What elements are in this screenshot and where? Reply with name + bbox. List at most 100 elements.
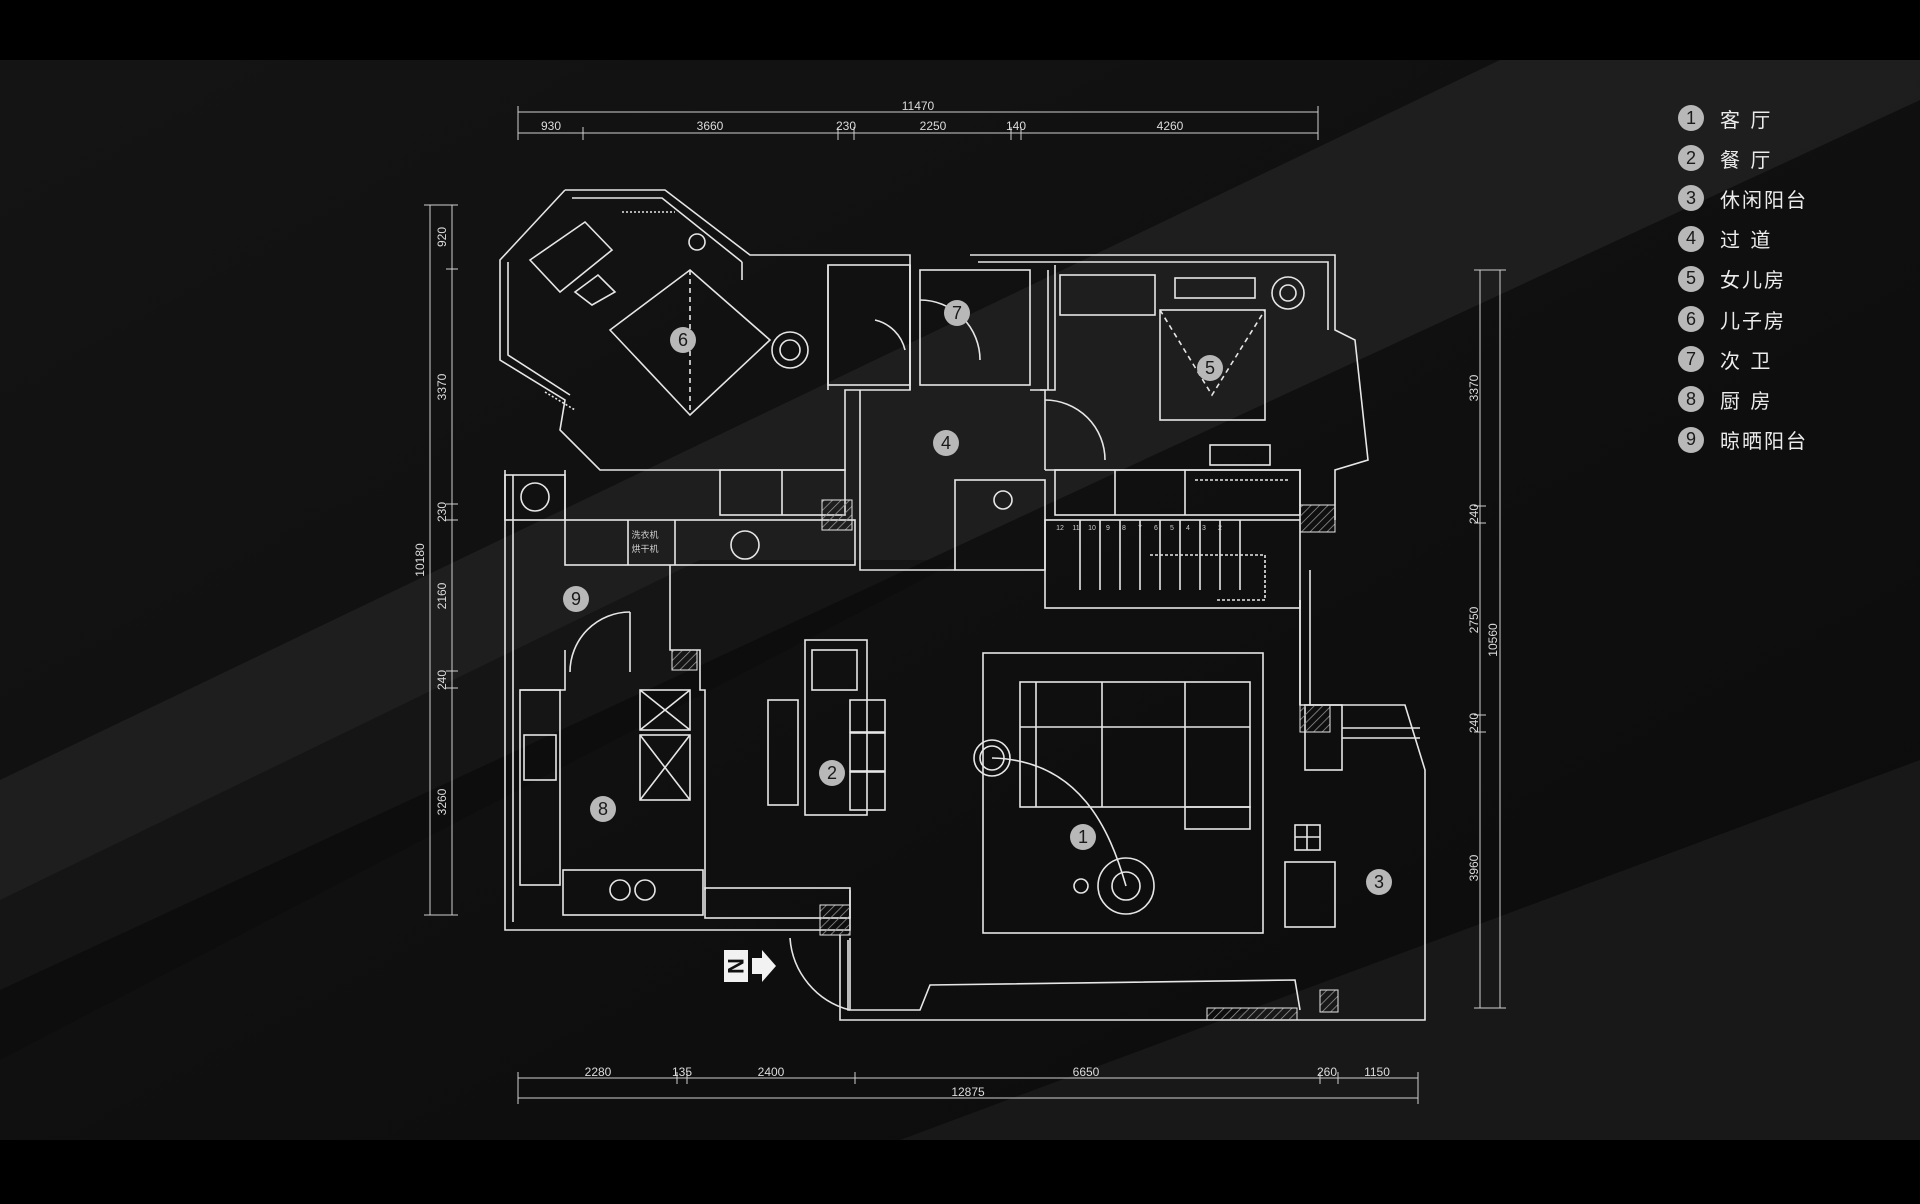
dim-right-4: 240: [1467, 713, 1481, 733]
room-marker-6[interactable]: 6: [670, 327, 696, 353]
north-letter: N: [724, 958, 749, 974]
dim-bottom-6: 1150: [1364, 1065, 1390, 1079]
dim-left-5: 240: [435, 670, 449, 690]
dim-bottom-total: 12875: [951, 1085, 985, 1099]
legend-label: 儿子房: [1720, 308, 1786, 333]
dim-top-6: 4260: [1157, 119, 1184, 133]
dim-top-2: 3660: [697, 119, 724, 133]
svg-text:5: 5: [1205, 358, 1215, 378]
stair-number-5: 8: [1122, 525, 1126, 532]
svg-text:7: 7: [952, 303, 962, 323]
dim-top-3: 230: [836, 119, 856, 133]
dim-left-6: 3260: [435, 788, 449, 815]
legend-item-9[interactable]: 9 晾晒阳台: [1678, 420, 1878, 460]
legend-item-1[interactable]: 1 客 厅: [1678, 98, 1878, 138]
dim-bottom-5: 260: [1317, 1065, 1337, 1079]
dim-top-1: 930: [541, 119, 561, 133]
north-arrow: N: [724, 950, 776, 982]
legend-item-2[interactable]: 2 餐 厅: [1678, 138, 1878, 178]
dim-bottom-2: 135: [672, 1065, 692, 1079]
legend-badge: 9: [1678, 426, 1704, 453]
north-arrow-box: [724, 950, 748, 982]
stair-number-1: 12: [1056, 525, 1064, 532]
stair-number-3: 10: [1088, 525, 1096, 532]
cabinet-labels: 洗衣机 烘干机 12 11 10 9 8 7 6 5 4 3 2: [631, 525, 1222, 555]
dim-top-total: 11470: [902, 99, 935, 113]
dim-left-3: 230: [435, 502, 449, 522]
room-marker-2[interactable]: 2: [819, 760, 845, 786]
dim-bottom-1: 2280: [585, 1065, 612, 1079]
room-marker-9[interactable]: 9: [563, 586, 589, 612]
room-marker-3[interactable]: 3: [1366, 869, 1392, 895]
dim-right-total: 10560: [1486, 623, 1500, 657]
walls: [499, 189, 1426, 1021]
legend-label: 厨 房: [1720, 388, 1773, 413]
room-marker-5[interactable]: 5: [1197, 355, 1223, 381]
svg-text:4: 4: [941, 433, 951, 453]
dimension-labels: 11470 930 3660 230 2250 140 4260 2280 13…: [413, 99, 1500, 1099]
legend-badge: 7: [1678, 346, 1704, 373]
dim-bottom-3: 2400: [758, 1065, 785, 1079]
legend-item-4[interactable]: 4 过 道: [1678, 219, 1878, 259]
dim-left-total: 10180: [413, 543, 427, 577]
svg-text:1: 1: [1078, 827, 1088, 847]
legend-badge: 8: [1678, 386, 1704, 413]
dim-right-3: 2750: [1467, 606, 1481, 633]
stair-number-10: 3: [1202, 525, 1206, 532]
legend-label: 客 厅: [1720, 107, 1773, 132]
background-light-band-2: [900, 760, 1920, 1140]
legend-badge: 4: [1678, 225, 1704, 252]
north-arrow-head: [752, 950, 776, 982]
svg-text:8: 8: [598, 799, 608, 819]
room-marker-1[interactable]: 1: [1070, 824, 1096, 850]
room-marker-4[interactable]: 4: [933, 430, 959, 456]
stair-number-9: 4: [1186, 525, 1190, 532]
legend-label: 次 卫: [1720, 348, 1773, 373]
legend-label: 过 道: [1720, 228, 1773, 253]
stair-number-6: 7: [1138, 525, 1142, 532]
legend-label: 餐 厅: [1720, 147, 1773, 172]
bottom-letterbox: [0, 1140, 1920, 1200]
cabinet-label-2: 烘干机: [631, 543, 658, 555]
room-marker-8[interactable]: 8: [590, 796, 616, 822]
room-legend: 1 客 厅 2 餐 厅 3 休闲阳台 4 过 道 5 女儿房 6 儿子房 7 次…: [1678, 98, 1878, 460]
room-marker-7[interactable]: 7: [944, 300, 970, 326]
dim-left-4: 2160: [435, 582, 449, 609]
legend-badge: 1: [1678, 105, 1704, 132]
legend-item-5[interactable]: 5 女儿房: [1678, 259, 1878, 299]
background-shadow-band: [0, 560, 960, 1060]
legend-item-6[interactable]: 6 儿子房: [1678, 299, 1878, 339]
dim-left-1: 920: [435, 227, 449, 247]
stair-number-7: 6: [1154, 525, 1158, 532]
legend-label: 女儿房: [1720, 268, 1786, 293]
stair-number-11: 2: [1218, 525, 1222, 532]
dim-right-5: 3960: [1467, 854, 1481, 881]
dim-bottom-4: 6650: [1073, 1065, 1100, 1079]
hatched-walls: [671, 499, 1339, 1021]
legend-badge: 3: [1678, 185, 1704, 212]
top-letterbox: [0, 0, 1920, 60]
stair-number-2: 11: [1072, 525, 1079, 532]
legend-badge: 2: [1678, 145, 1704, 172]
legend-badge: 6: [1678, 306, 1704, 333]
legend-item-7[interactable]: 7 次 卫: [1678, 339, 1878, 379]
svg-text:6: 6: [678, 330, 688, 350]
stair-number-8: 5: [1170, 525, 1174, 532]
dim-right-1: 3370: [1467, 374, 1481, 401]
legend-item-8[interactable]: 8 厨 房: [1678, 379, 1878, 419]
legend-item-3[interactable]: 3 休闲阳台: [1678, 178, 1878, 218]
cabinet-label-1: 洗衣机: [631, 529, 658, 541]
svg-text:9: 9: [571, 589, 581, 609]
stair-number-4: 9: [1106, 525, 1110, 532]
dimension-lines: [424, 106, 1506, 1104]
room-markers: 1 2 3 4 5 6 7 8 9: [563, 300, 1392, 895]
legend-badge: 5: [1678, 265, 1704, 292]
svg-text:2: 2: [827, 763, 837, 783]
legend-label: 晾晒阳台: [1720, 429, 1808, 454]
dim-top-5: 140: [1006, 119, 1026, 133]
dim-left-2: 3370: [435, 373, 449, 400]
svg-text:3: 3: [1374, 872, 1384, 892]
legend-label: 休闲阳台: [1720, 187, 1808, 212]
